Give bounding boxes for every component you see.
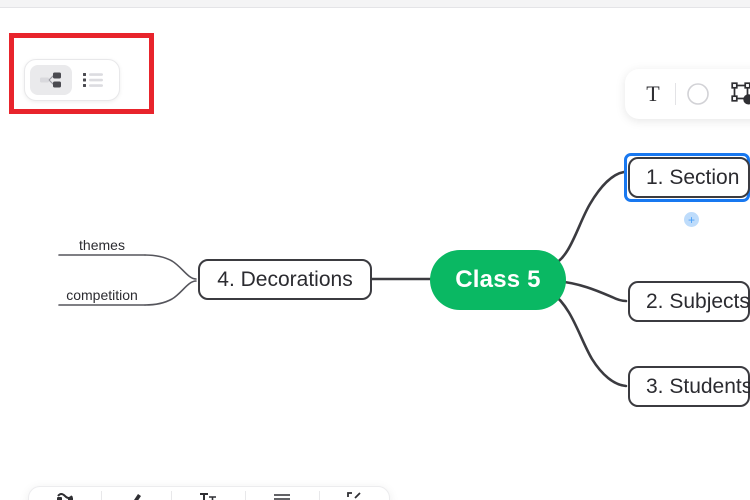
crop-frame-icon (731, 82, 750, 105)
text-icon: T (646, 81, 660, 106)
bottom-bar-item-layout[interactable] (245, 487, 319, 500)
bottom-bar-item-text[interactable] (171, 487, 245, 500)
insert-text-button[interactable]: T (631, 72, 675, 116)
edge-decorations-to-competition (144, 280, 197, 306)
bottom-bar-item-style[interactable] (101, 487, 171, 500)
font-icon (200, 492, 216, 500)
node-icon (57, 492, 73, 500)
insert-toolbar[interactable]: T (625, 69, 750, 119)
edge-root-to-students (550, 291, 628, 388)
mindmap-leaf-competition-label: competition (66, 287, 138, 303)
plus-icon: + (687, 212, 695, 227)
mindmap-root-label: Class 5 (455, 266, 541, 293)
mindmap-icon (40, 72, 61, 88)
mindmap-leaf-themes-label: themes (79, 237, 125, 253)
edge-root-to-subjects (554, 279, 628, 303)
mindmap-node-section[interactable]: 1. Section (628, 157, 750, 198)
mindmap-canvas[interactable]: Class 5 1. Section + 2. Subjects 3. Stud… (0, 9, 750, 500)
toolbar-divider (675, 83, 676, 105)
mindmap-leaf-competition[interactable]: competition (59, 287, 145, 303)
mindmap-node-decorations[interactable]: 4. Decorations (198, 259, 372, 300)
brush-icon (133, 493, 141, 500)
mindmap-node-students-label: 3. Students (646, 374, 750, 398)
insert-image-frame-button[interactable] (720, 72, 750, 116)
mindmap-leaf-themes[interactable]: themes (59, 237, 145, 253)
mindmap-node-section-label: 1. Section (646, 165, 740, 189)
expand-icon (347, 491, 361, 499)
list-outline-icon (83, 73, 103, 87)
bottom-bar-item-expand[interactable] (319, 487, 389, 500)
mindmap-node-decorations-label: 4. Decorations (217, 267, 353, 291)
circle-shape-icon (687, 83, 709, 105)
view-mode-outline-button[interactable] (72, 65, 114, 95)
mindmap-node-subjects[interactable]: 2. Subjects (628, 281, 750, 322)
add-child-button-section[interactable]: + (684, 212, 699, 227)
insert-shape-button[interactable] (676, 72, 720, 116)
view-mode-mindmap-button[interactable] (30, 65, 72, 95)
mindmap-node-subjects-label: 2. Subjects (646, 289, 750, 313)
view-mode-toggle[interactable] (24, 59, 120, 101)
mindmap-root-node[interactable]: Class 5 (430, 250, 566, 310)
layout-icon (274, 493, 290, 500)
bottom-action-bar[interactable] (28, 486, 390, 500)
edge-root-to-section (550, 170, 626, 267)
edge-decorations-to-themes (144, 254, 197, 280)
bottom-bar-item-node[interactable] (29, 487, 101, 500)
mindmap-node-students[interactable]: 3. Students (628, 366, 750, 407)
window-header-strip (0, 0, 750, 8)
